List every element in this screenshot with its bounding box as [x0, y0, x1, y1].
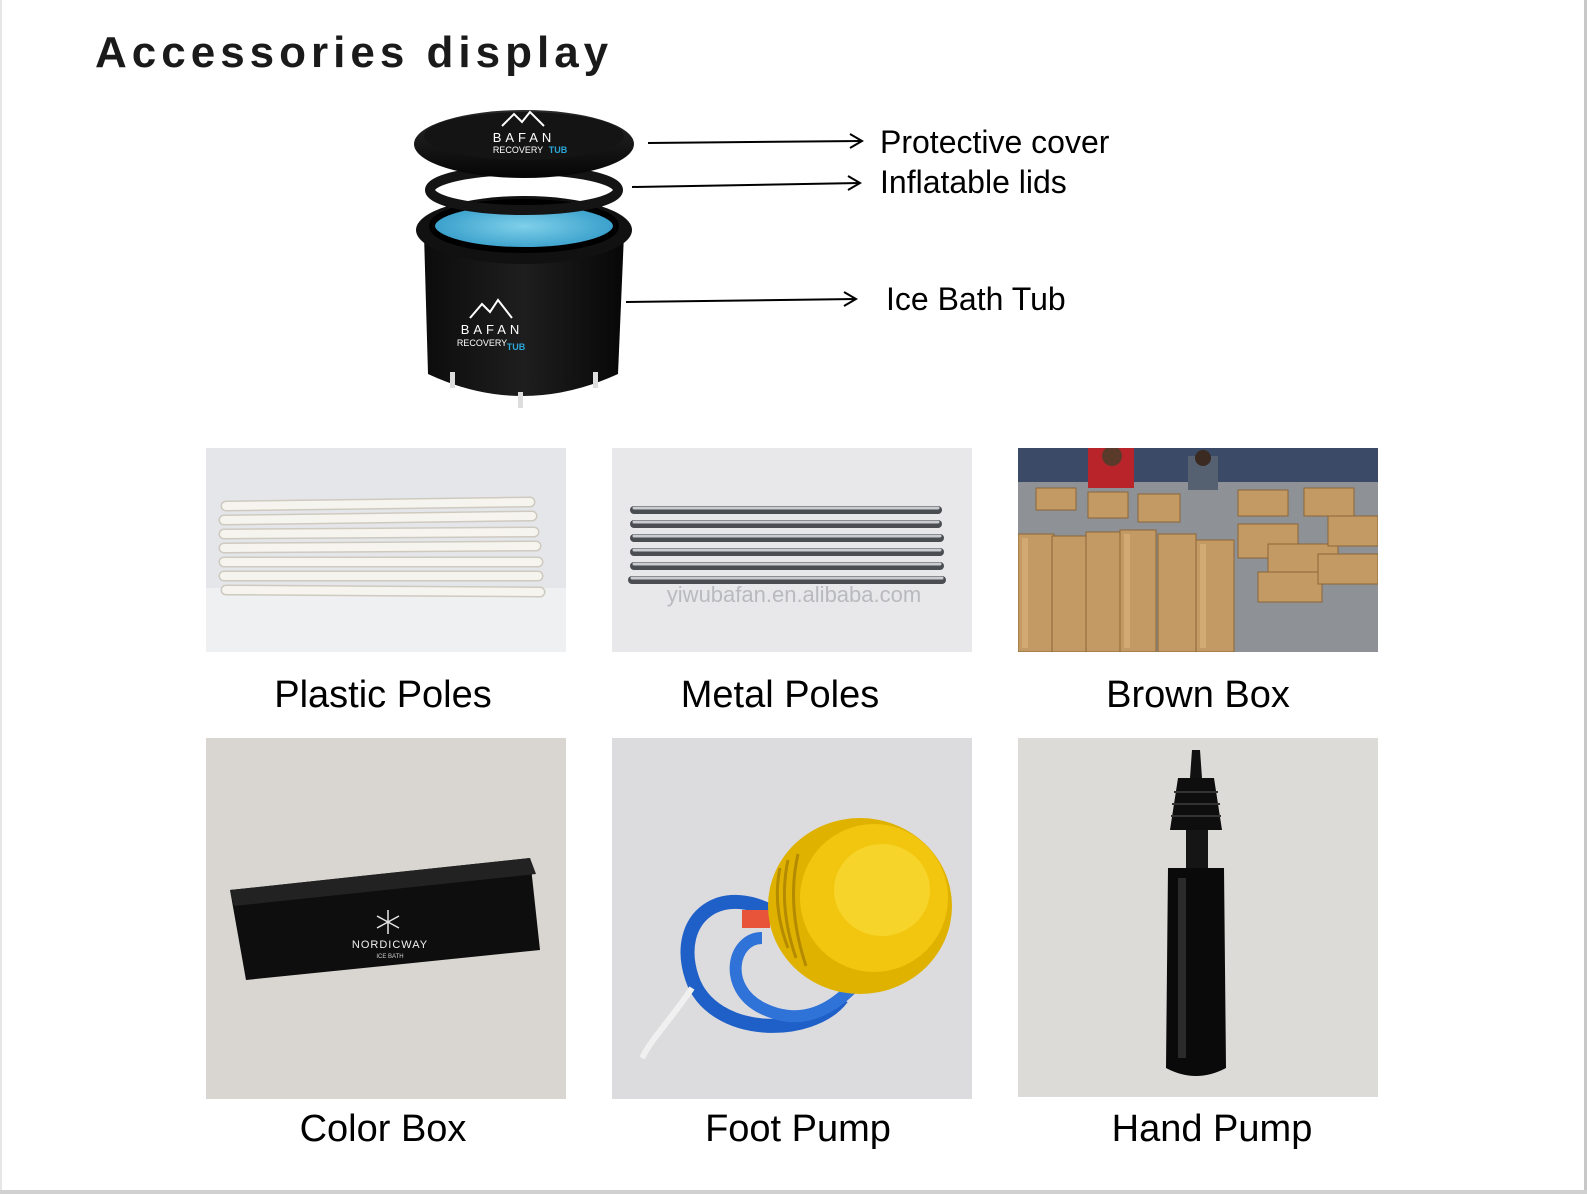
cover-accent-text: TUB — [549, 145, 568, 155]
accessory-label-foot-pump: Foot Pump — [705, 1108, 891, 1150]
watermark-text: yiwubafan.en.alibaba.com — [667, 582, 921, 607]
cover-subtitle-text: RECOVERY — [493, 145, 543, 155]
frame-edge-bottom — [0, 1190, 1587, 1194]
frame-edge-left — [0, 0, 2, 1194]
body-subtitle-text: RECOVERY — [457, 338, 507, 348]
accessory-image-hand-pump — [1018, 738, 1378, 1097]
accessory-label-hand-pump: Hand Pump — [1111, 1108, 1313, 1150]
accessory-label-plastic-poles: Plastic Poles — [274, 674, 492, 716]
callout-protective-cover: Protective cover — [880, 124, 1110, 160]
color-box-sub-text: ICE BATH — [376, 954, 403, 960]
tub-illustration: BAFAN RECOVERY TUB BAFAN RECOVERY TUB — [410, 106, 650, 418]
tub-icon: BAFAN RECOVERY TUB BAFAN RECOVERY TUB — [414, 110, 634, 408]
snowflake-icon — [376, 910, 400, 934]
page-title: Accessories display — [95, 28, 614, 77]
callout-inflatable-lids: Inflatable lids — [880, 164, 1067, 200]
accessory-image-color-box: NORDICWAY ICE BATH — [206, 738, 566, 1099]
accessory-image-brown-box — [1018, 448, 1378, 652]
callout-ice-bath-tub: Ice Bath Tub — [886, 281, 1066, 317]
accessory-label-metal-poles: Metal Poles — [680, 674, 880, 716]
mountain-logo-icon — [501, 110, 545, 127]
frame-edge-right — [1584, 0, 1587, 1194]
accessory-label-color-box: Color Box — [299, 1108, 467, 1150]
accessory-label-brown-box: Brown Box — [1106, 674, 1290, 716]
color-box-brand-text: NORDICWAY — [352, 939, 428, 951]
accessory-image-metal-poles: yiwubafan.en.alibaba.com — [612, 448, 972, 652]
accessory-image-foot-pump — [612, 738, 972, 1099]
arrow-right-icon — [625, 133, 864, 307]
cover-brand-text: BAFAN — [493, 130, 556, 145]
accessory-image-plastic-poles — [206, 448, 566, 652]
body-brand-text: BAFAN — [461, 322, 524, 337]
body-accent-text: TUB — [507, 342, 526, 352]
